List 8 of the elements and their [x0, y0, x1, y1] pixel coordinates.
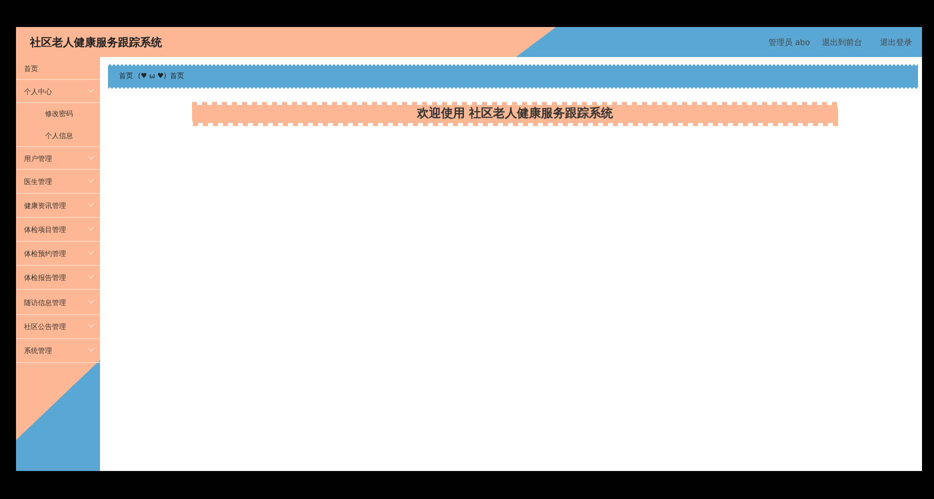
user-label: 管理员 abo: [768, 37, 810, 48]
welcome-banner: 欢迎使用 社区老人健康服务跟踪系统: [192, 101, 838, 127]
sidebar: [16, 57, 100, 471]
header-bar: [16, 27, 922, 57]
app-title: 社区老人健康服务跟踪系统: [30, 35, 162, 50]
nav-link: 退出登录: [880, 37, 912, 48]
nav-link: 退出到前台: [822, 37, 862, 48]
breadcrumb-bar: [108, 64, 918, 89]
